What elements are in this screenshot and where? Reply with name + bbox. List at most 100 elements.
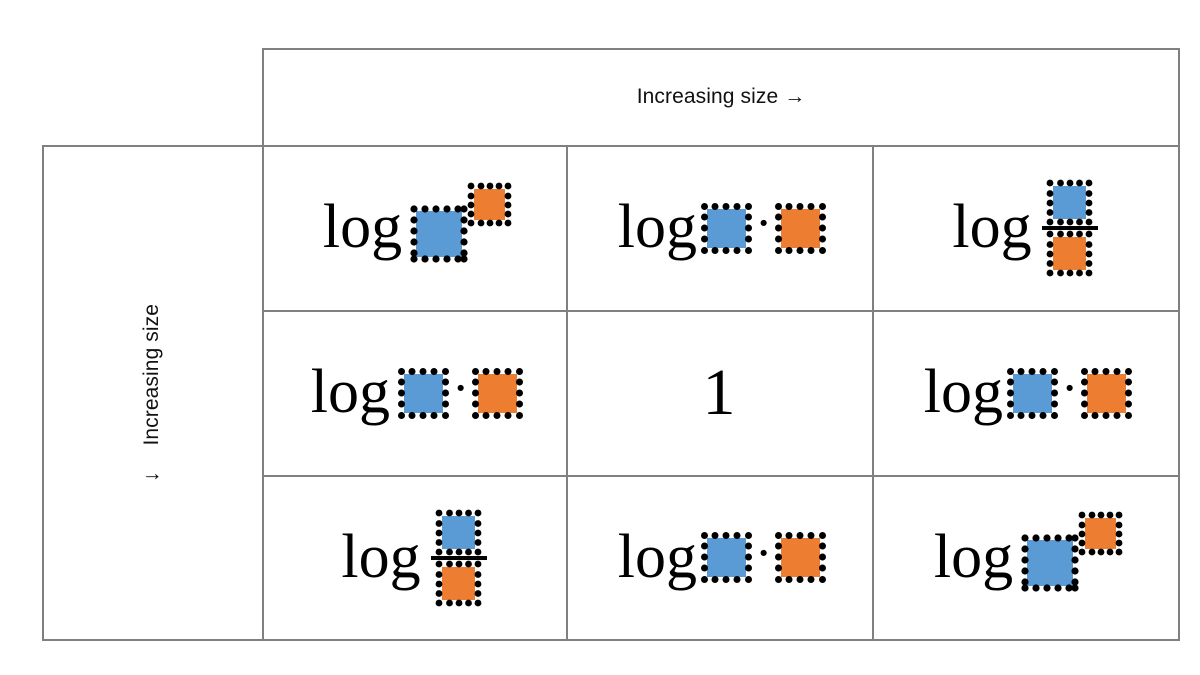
square-fill-orange: [781, 208, 821, 248]
cell-r1c1: log: [262, 146, 566, 310]
row-axis-header: ↓ Increasing size: [42, 146, 262, 640]
expression-log-product: log ·: [617, 522, 827, 591]
dotted-border: [1006, 367, 1059, 420]
log-label: log: [923, 358, 1003, 427]
dotted-border: [397, 367, 450, 420]
fraction-bar: [1041, 226, 1098, 230]
grid-line-row1-top: [42, 145, 1180, 147]
square-blue: [1046, 179, 1093, 226]
fraction-denominator: [1046, 230, 1093, 277]
grid-line-row2-top: [262, 310, 1180, 312]
dotted-border: [409, 204, 469, 264]
expression-log-fraction: log: [341, 509, 487, 606]
square-fill-blue: [1027, 540, 1074, 586]
square-blue: [410, 204, 468, 263]
log-label: log: [341, 522, 421, 591]
square-blue: [397, 367, 449, 419]
fraction-group: [430, 509, 487, 606]
power-group: [1021, 511, 1123, 592]
square-blue: [1021, 534, 1079, 592]
cell-r2c3: log ·: [872, 311, 1178, 475]
cell-r3c2: log ·: [566, 476, 872, 639]
log-label: log: [310, 358, 390, 427]
grid-line-top: [262, 48, 1180, 50]
grid-line-left: [42, 145, 44, 641]
cell-r1c3: log: [872, 146, 1178, 310]
log-label: log: [952, 193, 1032, 262]
row-axis-label: Increasing size: [140, 303, 163, 446]
square-orange: [1078, 511, 1123, 556]
square-fill-blue: [403, 373, 443, 413]
dotted-border: [435, 560, 482, 607]
fraction-numerator: [435, 509, 482, 555]
dotted-border: [1046, 230, 1093, 277]
square-fill-orange: [478, 373, 518, 413]
square-orange: [1046, 230, 1093, 277]
square-fill-blue: [706, 538, 746, 577]
dotted-border: [700, 531, 753, 584]
expression-log-fraction: log: [952, 179, 1098, 277]
cell-r2c2: 1: [566, 311, 872, 475]
square-blue: [435, 509, 482, 555]
square-fill-orange: [1087, 373, 1127, 413]
grid-line-col3-left: [872, 145, 874, 641]
exponent-square-orange: [1078, 511, 1123, 556]
square-fill-orange: [1053, 237, 1087, 270]
multiply-symbol: ·: [1060, 360, 1079, 417]
base-square-blue: [410, 204, 468, 263]
square-orange: [472, 367, 524, 419]
cell-r2c1: log ·: [262, 311, 566, 475]
dotted-border: [774, 202, 827, 255]
cell-r3c1: log: [262, 476, 566, 639]
expression-log-power: log: [322, 182, 512, 263]
square-fill-orange: [442, 566, 476, 600]
column-axis-label: Increasing size →: [636, 85, 806, 108]
square-fill-orange: [1085, 518, 1117, 549]
square-orange: [775, 532, 827, 583]
dotted-border: [1020, 533, 1080, 593]
exponent-square-orange: [467, 182, 512, 226]
row-axis-arrow: ↓: [140, 471, 163, 483]
square-fill-blue: [706, 208, 746, 248]
expression-log-product: log ·: [618, 196, 827, 258]
square-fill-orange: [474, 188, 506, 220]
square-fill-blue: [1053, 186, 1087, 219]
square-fill-blue: [442, 515, 476, 549]
log-label: log: [933, 522, 1014, 591]
square-fill-orange: [781, 538, 821, 577]
dotted-border: [1046, 179, 1093, 226]
square-orange: [1081, 367, 1133, 419]
dotted-border: [471, 367, 524, 420]
square-orange: [467, 182, 512, 226]
row-axis-label-group: ↓ Increasing size: [140, 304, 164, 482]
square-orange: [435, 560, 482, 606]
square-fill-blue: [1012, 373, 1052, 413]
log-label: log: [322, 193, 403, 262]
grid-line-col1-left: [262, 48, 264, 641]
cell-r3c3: log: [872, 476, 1178, 639]
power-group: [410, 182, 512, 263]
grid-line-bottom: [42, 639, 1180, 641]
expression-log-product: log ·: [310, 358, 524, 427]
column-axis-header: Increasing size →: [262, 48, 1180, 146]
cell-r1c2: log ·: [566, 146, 872, 310]
multiply-symbol: ·: [754, 524, 773, 582]
square-blue: [700, 532, 752, 583]
dotted-border: [700, 202, 753, 255]
fraction-numerator: [1046, 179, 1093, 226]
grid-line-row3-top: [262, 475, 1180, 477]
fraction-bar: [430, 555, 487, 560]
grid-line-right: [1178, 48, 1180, 641]
dotted-border: [1080, 367, 1133, 420]
square-blue: [700, 202, 752, 254]
multiply-symbol: ·: [451, 360, 470, 417]
expression-log-product: log ·: [923, 358, 1133, 427]
grid-line-col2-left: [566, 145, 568, 641]
square-fill-blue: [416, 210, 463, 257]
dotted-border: [1078, 511, 1123, 556]
expression-log-power: log: [933, 511, 1123, 592]
dotted-border: [435, 509, 482, 556]
log-label: log: [617, 522, 697, 591]
fraction-group: [1041, 179, 1098, 277]
